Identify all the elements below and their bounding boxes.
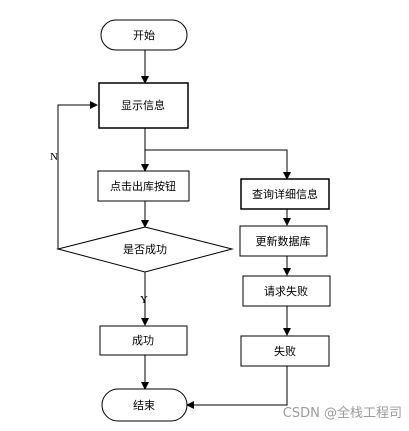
watermark: CSDN @全栈工程司 <box>283 405 402 421</box>
click-button-label: 点击出库按钮 <box>110 179 176 193</box>
edges <box>57 50 291 409</box>
edge-label-no: N <box>50 151 58 163</box>
show-info-label: 显示信息 <box>121 98 165 112</box>
query-detail-node: 查询详细信息 <box>240 178 330 210</box>
end-label: 结束 <box>133 399 155 412</box>
request-fail-node: 请求失败 <box>242 275 331 307</box>
edge-fail-to-end <box>186 366 288 409</box>
decision-node: 是否成功 <box>56 226 234 273</box>
start-label: 开始 <box>133 28 155 42</box>
start-node: 开始 <box>100 19 188 51</box>
edge-label-yes: Y <box>140 294 148 306</box>
success-label: 成功 <box>132 334 154 347</box>
request-fail-label: 请求失败 <box>264 284 308 298</box>
click-button-node: 点击出库按钮 <box>97 170 190 202</box>
update-db-node: 更新数据库 <box>239 225 328 257</box>
end-node: 结束 <box>101 388 188 422</box>
edge-to-query-detail <box>145 149 291 180</box>
query-detail-label: 查询详细信息 <box>252 187 318 201</box>
show-info-node: 显示信息 <box>98 82 189 129</box>
fail-node: 失败 <box>240 335 330 367</box>
decision-label: 是否成功 <box>123 243 167 256</box>
update-db-label: 更新数据库 <box>256 234 311 248</box>
fail-label: 失败 <box>274 344 296 358</box>
success-node: 成功 <box>99 325 188 356</box>
edge-no-loop <box>57 101 98 249</box>
